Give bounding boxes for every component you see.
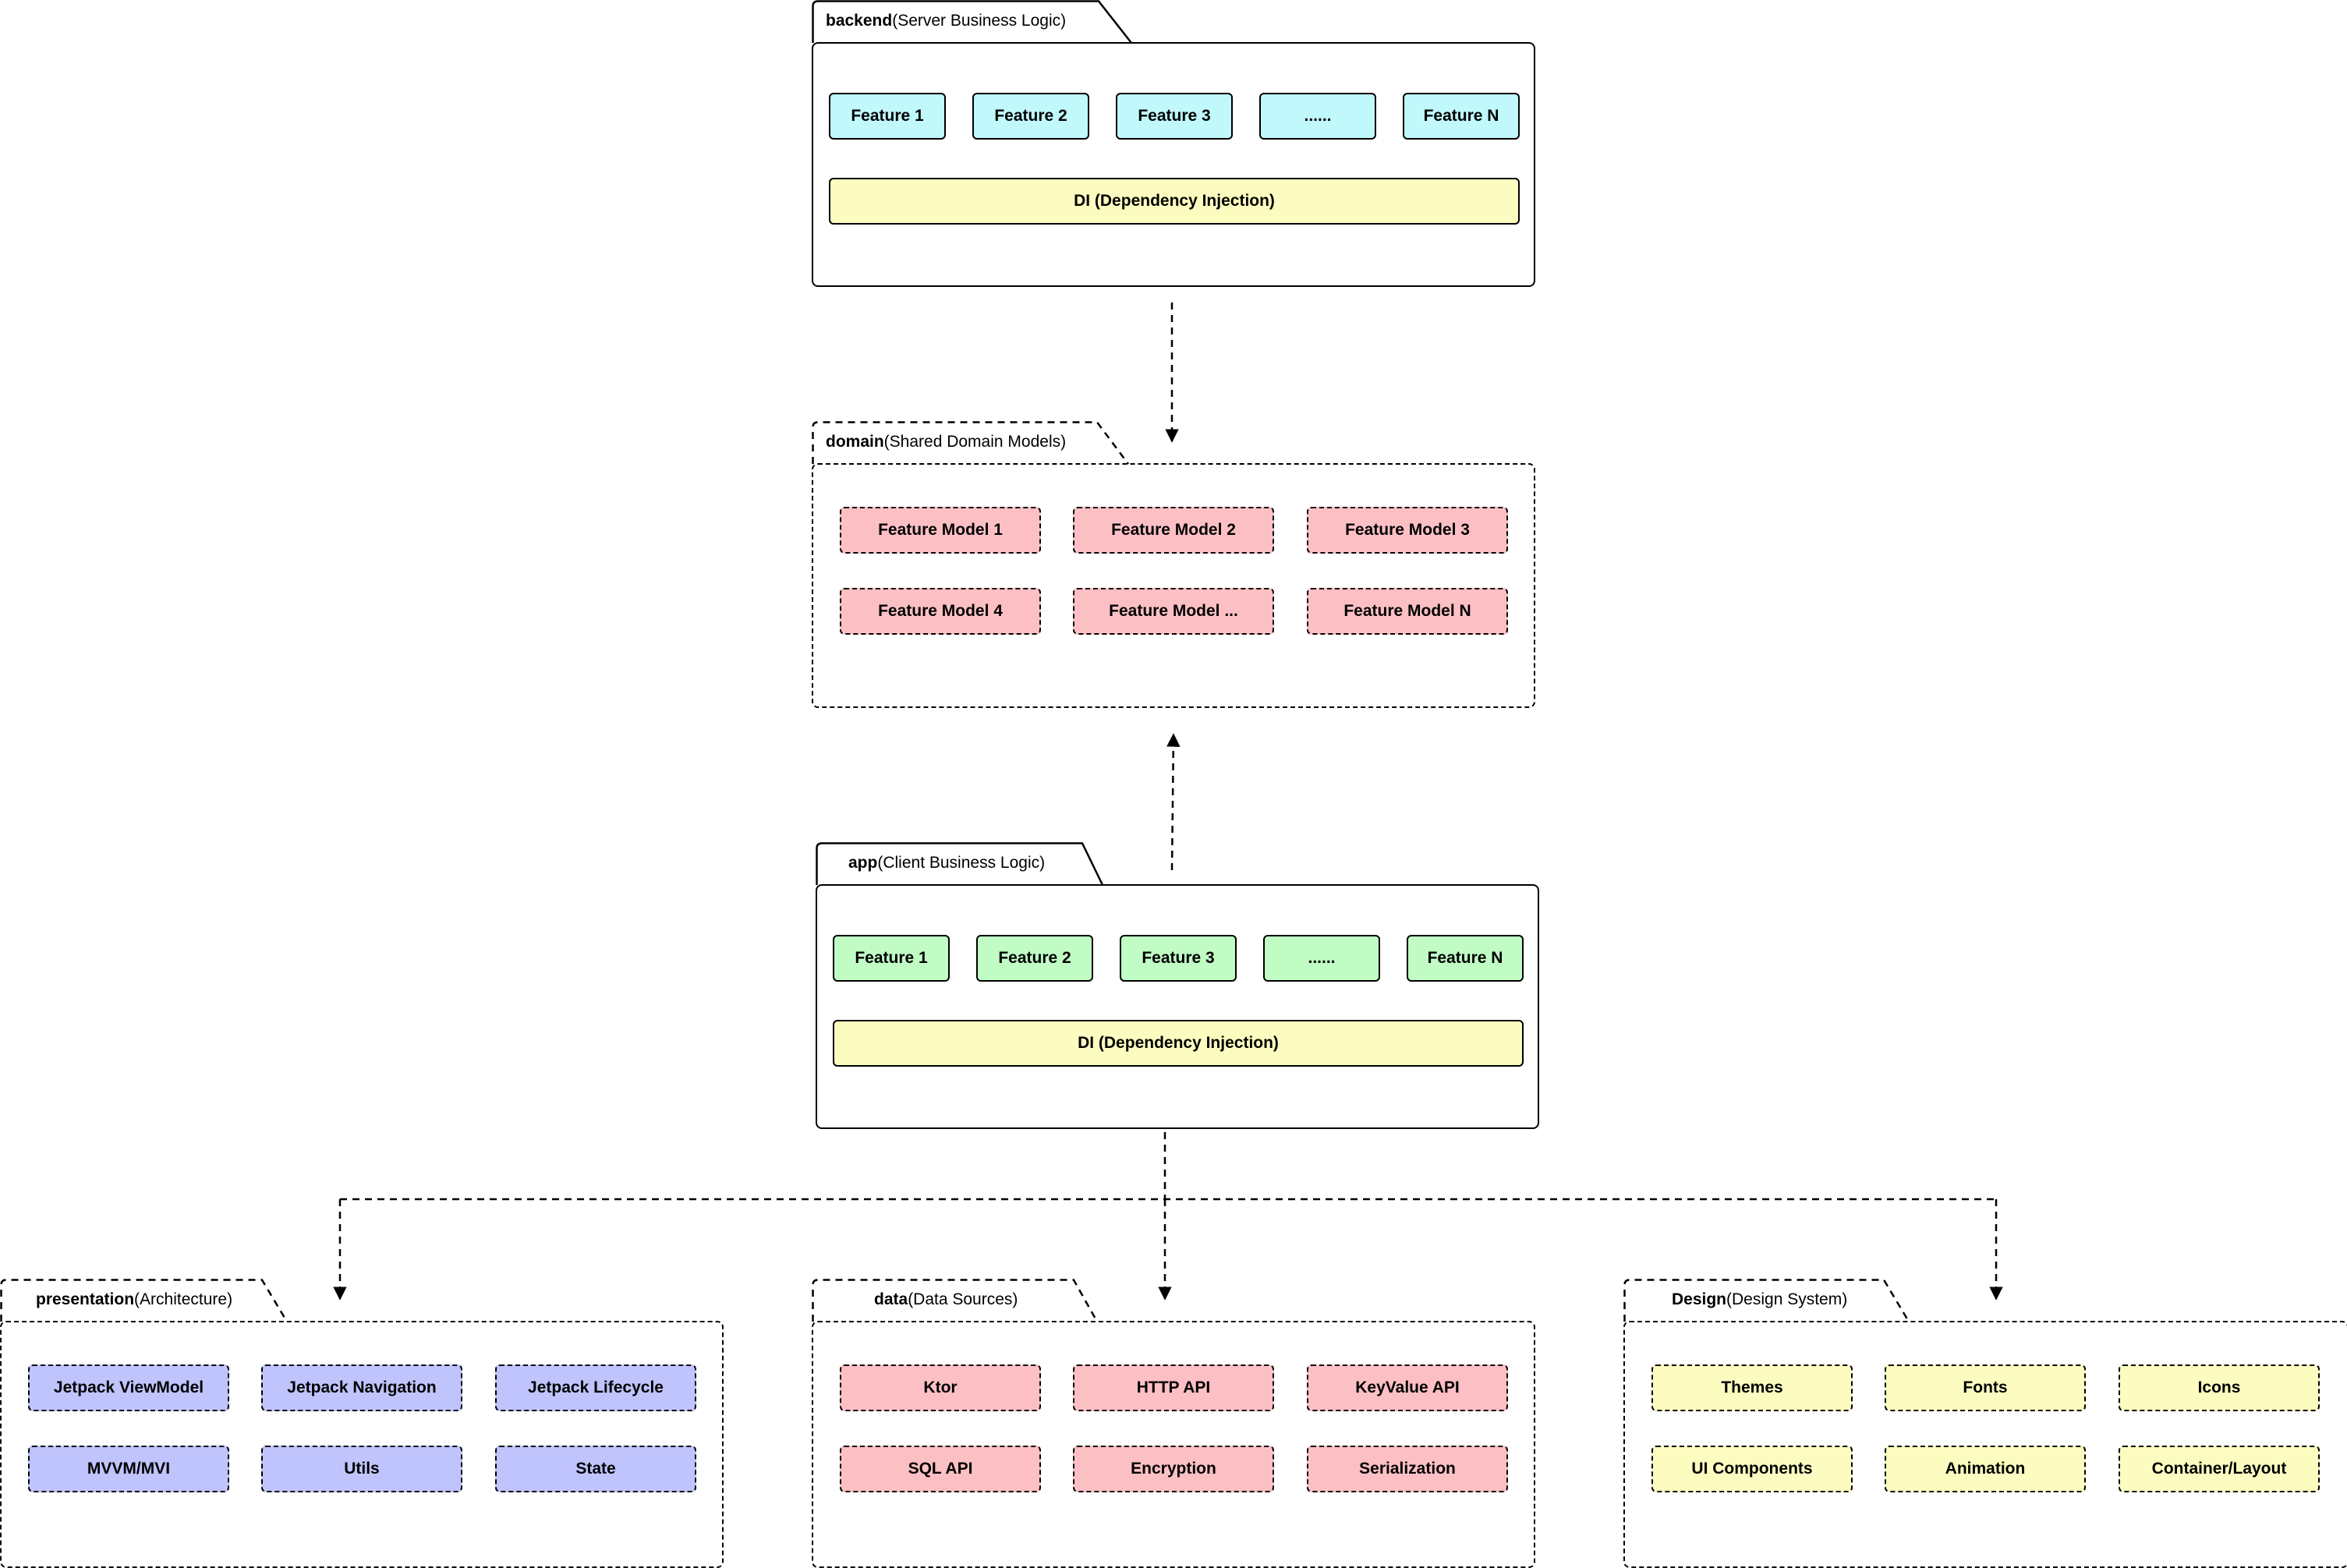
presentation-jetpack-lifecycle: Jetpack Lifecycle (495, 1364, 696, 1411)
app-feature-2: Feature 2 (976, 935, 1093, 982)
domain-model-etc: Feature Model ... (1073, 588, 1274, 635)
app-feature-etc: ...... (1263, 935, 1380, 982)
backend-feature-etc: ...... (1259, 93, 1376, 140)
domain-package: domain(Shared Domain Models) Feature Mod… (812, 421, 1535, 708)
data-tab-shape (812, 1279, 1099, 1322)
backend-package-body (812, 42, 1535, 287)
app-package-body (816, 884, 1539, 1129)
arrow-app-to-domain (1166, 733, 1181, 871)
backend-di: DI (Dependency Injection) (829, 178, 1520, 225)
data-package-title: data(Data Sources) (874, 1290, 1018, 1308)
app-feature-1: Feature 1 (833, 935, 950, 982)
design-container-layout: Container/Layout (2119, 1446, 2320, 1492)
design-ui-components: UI Components (1651, 1446, 1853, 1492)
data-sql-api: SQL API (840, 1446, 1041, 1492)
backend-tab-shape (812, 0, 1132, 44)
presentation-package: presentation(Architecture) Jetpack ViewM… (0, 1279, 724, 1568)
app-feature-3: Feature 3 (1120, 935, 1237, 982)
app-tab-shape (816, 842, 1104, 886)
design-package-body (1623, 1321, 2347, 1568)
presentation-package-title: presentation(Architecture) (36, 1290, 233, 1308)
design-icons: Icons (2119, 1364, 2320, 1411)
app-di: DI (Dependency Injection) (833, 1020, 1524, 1067)
app-package-title: app(Client Business Logic) (848, 854, 1046, 872)
domain-model-n: Feature Model N (1307, 588, 1508, 635)
app-package: app(Client Business Logic) Feature 1 Fea… (816, 842, 1539, 1129)
domain-tab-shape (812, 421, 1130, 465)
design-package-title: Design(Design System) (1672, 1290, 1848, 1308)
data-package-body (812, 1321, 1535, 1568)
backend-feature-1: Feature 1 (829, 93, 946, 140)
domain-model-3: Feature Model 3 (1307, 507, 1508, 554)
presentation-tab-shape (0, 1279, 289, 1322)
presentation-jetpack-navigation: Jetpack Navigation (261, 1364, 462, 1411)
domain-model-1: Feature Model 1 (840, 507, 1041, 554)
backend-feature-3: Feature 3 (1116, 93, 1233, 140)
data-keyvalue-api: KeyValue API (1307, 1364, 1508, 1411)
design-fonts: Fonts (1885, 1364, 2086, 1411)
design-themes: Themes (1651, 1364, 1853, 1411)
domain-model-2: Feature Model 2 (1073, 507, 1274, 554)
app-feature-n: Feature N (1407, 935, 1524, 982)
presentation-state: State (495, 1446, 696, 1492)
backend-feature-n: Feature N (1403, 93, 1520, 140)
presentation-package-body (0, 1321, 724, 1568)
design-animation: Animation (1885, 1446, 2086, 1492)
backend-package-title: backend(Server Business Logic) (826, 12, 1067, 30)
data-package: data(Data Sources) Ktor HTTP API KeyValu… (812, 1279, 1535, 1568)
data-serialization: Serialization (1307, 1446, 1508, 1492)
presentation-jetpack-viewmodel: Jetpack ViewModel (28, 1364, 229, 1411)
presentation-mvvm-mvi: MVVM/MVI (28, 1446, 229, 1492)
domain-package-title: domain(Shared Domain Models) (826, 433, 1067, 451)
design-tab-shape (1623, 1279, 1910, 1322)
domain-model-4: Feature Model 4 (840, 588, 1041, 635)
data-ktor: Ktor (840, 1364, 1041, 1411)
data-encryption: Encryption (1073, 1446, 1274, 1492)
design-package: Design(Design System) Themes Fonts Icons… (1623, 1279, 2347, 1568)
backend-feature-2: Feature 2 (972, 93, 1089, 140)
presentation-utils: Utils (261, 1446, 462, 1492)
data-http-api: HTTP API (1073, 1364, 1274, 1411)
backend-package: backend(Server Business Logic) Feature 1… (812, 0, 1535, 287)
domain-package-body (812, 463, 1535, 708)
